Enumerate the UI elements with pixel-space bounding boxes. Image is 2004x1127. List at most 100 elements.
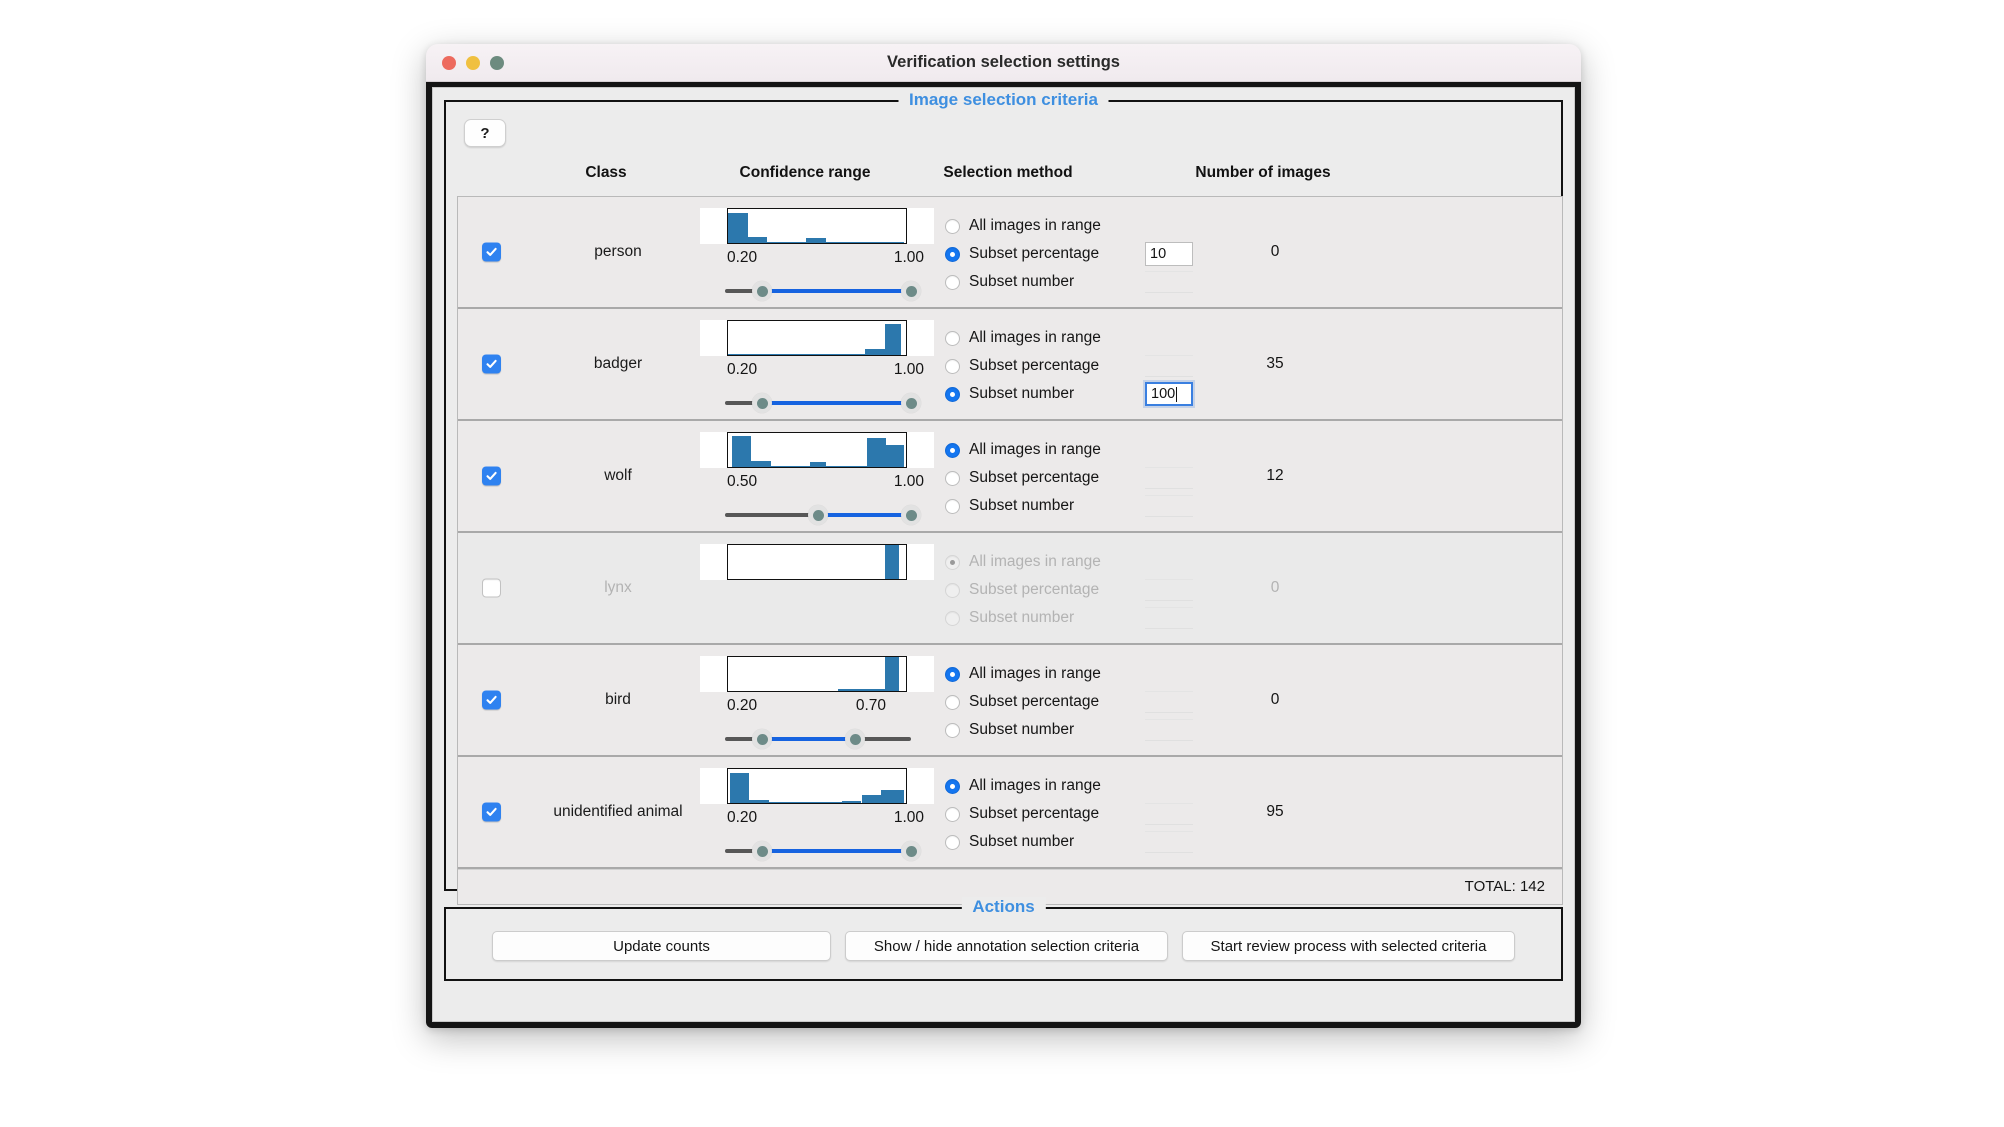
method-option-number[interactable]: Subset number [945, 604, 1265, 632]
start-review-button[interactable]: Start review process with selected crite… [1182, 931, 1515, 961]
number-of-images-value: 0 [1270, 691, 1280, 708]
confidence-range-slider[interactable] [725, 505, 921, 525]
radio-number[interactable] [945, 498, 960, 514]
slider-handle-min[interactable] [752, 841, 773, 861]
method-option-all[interactable]: All images in range [945, 324, 1265, 352]
method-label-percentage: Subset percentage [969, 357, 1100, 374]
toggle-annotation-criteria-button[interactable]: Show / hide annotation selection criteri… [845, 931, 1168, 961]
slider-handle-min[interactable] [752, 729, 773, 749]
method-option-number[interactable]: Subset number 100 [945, 380, 1265, 408]
update-counts-button[interactable]: Update counts [492, 931, 831, 961]
radio-percentage[interactable] [945, 806, 960, 822]
subset-number-input[interactable] [1145, 831, 1193, 853]
histogram-bar [817, 801, 842, 803]
method-option-number[interactable]: Subset number [945, 828, 1265, 856]
subset-number-input[interactable] [1145, 719, 1193, 741]
histogram-bar [865, 348, 885, 355]
method-option-all[interactable]: All images in range [945, 436, 1265, 464]
subset-number-input[interactable] [1145, 495, 1193, 517]
radio-percentage[interactable] [945, 246, 960, 262]
subset-percentage-input[interactable] [1145, 691, 1193, 713]
radio-number[interactable] [945, 722, 960, 738]
histogram-bar [886, 445, 905, 467]
method-option-all[interactable]: All images in range [945, 212, 1265, 240]
slider-handle-max[interactable] [845, 729, 866, 749]
slider-handle-max[interactable] [901, 505, 921, 525]
subset-percentage-input[interactable] [1145, 355, 1193, 377]
window-titlebar: Verification selection settings [426, 44, 1581, 82]
histogram-bar [786, 241, 807, 243]
radio-all[interactable] [945, 330, 960, 346]
radio-all[interactable] [945, 218, 960, 234]
method-option-number[interactable]: Subset number [945, 716, 1265, 744]
subset-number-input[interactable] [1145, 607, 1193, 629]
confidence-range-slider[interactable] [725, 281, 921, 301]
method-option-all[interactable]: All images in range [945, 772, 1265, 800]
subset-percentage-input[interactable] [1145, 579, 1193, 601]
radio-number[interactable] [945, 834, 960, 850]
radio-percentage[interactable] [945, 694, 960, 710]
slider-handle-max[interactable] [901, 393, 921, 413]
radio-number[interactable] [945, 610, 960, 626]
slider-handle-max[interactable] [901, 841, 921, 861]
method-option-number[interactable]: Subset number [945, 492, 1265, 520]
total-label: TOTAL: 142 [1464, 878, 1545, 895]
checkbox-bird[interactable] [482, 690, 501, 710]
method-option-percentage[interactable]: Subset percentage [945, 464, 1265, 492]
method-option-percentage[interactable]: Subset percentage [945, 576, 1265, 604]
radio-all[interactable] [945, 666, 960, 682]
slider-handle-min[interactable] [752, 393, 773, 413]
subset-percentage-input[interactable]: 10 [1145, 242, 1193, 266]
radio-percentage[interactable] [945, 582, 960, 598]
help-button[interactable]: ? [464, 119, 506, 147]
class-label: bird [605, 691, 631, 708]
radio-all[interactable] [945, 554, 960, 570]
confidence-range-slider[interactable] [725, 393, 921, 413]
radio-percentage[interactable] [945, 358, 960, 374]
subset-percentage-input[interactable] [1145, 803, 1193, 825]
confidence-max-value: 1.00 [893, 361, 924, 378]
method-option-all[interactable]: All images in range [945, 660, 1265, 688]
checkbox-badger[interactable] [482, 354, 501, 374]
radio-all[interactable] [945, 778, 960, 794]
actions-row: Update counts Show / hide annotation sel… [446, 931, 1561, 961]
checkbox-lynx[interactable] [482, 578, 501, 598]
method-option-percentage[interactable]: Subset percentage [945, 688, 1265, 716]
confidence-histogram-container [700, 656, 934, 692]
checkbox-unidentified-animal[interactable] [482, 802, 501, 822]
class-label: wolf [604, 467, 632, 484]
checkbox-person[interactable] [482, 242, 501, 262]
minimize-icon[interactable] [466, 56, 480, 70]
slider-handle-max[interactable] [901, 281, 921, 301]
slider-handle-min[interactable] [752, 281, 773, 301]
method-option-percentage[interactable]: Subset percentage [945, 800, 1265, 828]
method-label-percentage: Subset percentage [969, 805, 1100, 822]
header-number-of-images: Number of images [1195, 164, 1331, 181]
histogram-bar [728, 213, 748, 243]
radio-percentage[interactable] [945, 470, 960, 486]
radio-all[interactable] [945, 442, 960, 458]
radio-number[interactable] [945, 386, 960, 402]
method-option-percentage[interactable]: Subset percentage [945, 352, 1265, 380]
radio-number[interactable] [945, 274, 960, 290]
slider-handle-min[interactable] [808, 505, 828, 525]
subset-number-input[interactable]: 100 [1145, 382, 1193, 406]
column-headers: Class Confidence range Selection method … [446, 164, 1561, 190]
method-option-all[interactable]: All images in range [945, 548, 1265, 576]
close-icon[interactable] [442, 56, 456, 70]
method-label-number: Subset number [969, 385, 1075, 402]
method-label-all: All images in range [969, 441, 1101, 458]
confidence-range-slider[interactable] [725, 841, 921, 861]
method-option-number[interactable]: Subset number [945, 268, 1265, 296]
subset-percentage-input[interactable] [1145, 467, 1193, 489]
confidence-range-slider[interactable] [725, 729, 911, 749]
subset-number-input[interactable] [1145, 271, 1193, 293]
checkbox-wolf[interactable] [482, 466, 501, 486]
method-label-percentage: Subset percentage [969, 693, 1100, 710]
maximize-icon[interactable] [490, 56, 504, 70]
